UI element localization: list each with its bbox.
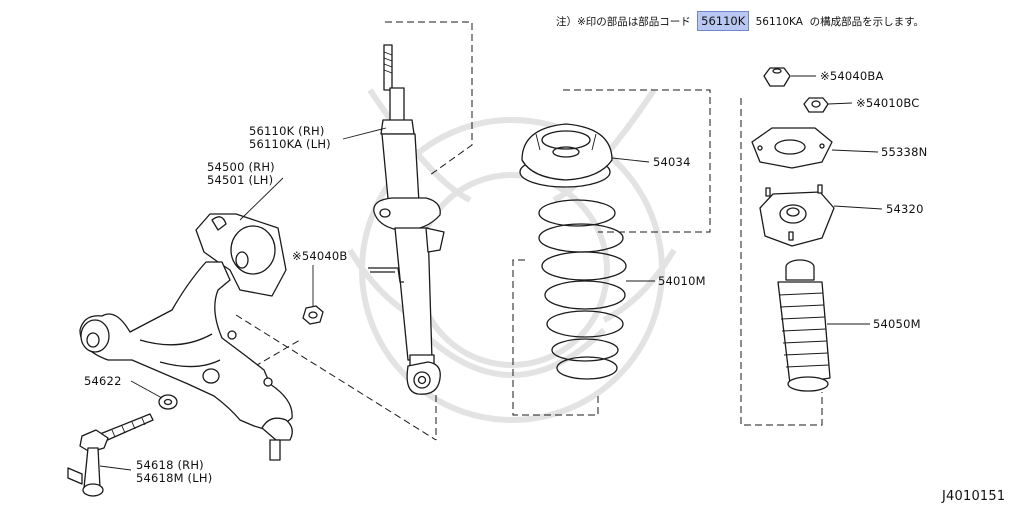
label-washer[interactable]: 54622 [84,374,122,388]
bound-bumper [777,259,831,392]
note-prefix: 注）※印の部品は部品コード [556,16,691,28]
label-coil-spring[interactable]: 54010M [658,274,706,288]
watermark-emblem [347,88,677,423]
upper-nuts [763,67,829,113]
label-insulator[interactable]: 55338N [881,145,928,159]
label-strut-lh[interactable]: 56110KA (LH) [249,137,331,151]
mount-insulator [751,127,833,169]
label-nut-54040ba[interactable]: ※54040BA [820,69,884,83]
label-bound-bumper[interactable]: 54050M [873,317,921,331]
header-note: 注）※印の部品は部品コード 56110K 56110KA の構成部品を示します。 [556,11,924,31]
diagram-id: J4010151 [942,489,1006,504]
label-bolt-rh[interactable]: 54618 (RH) [136,458,204,472]
label-nut-54040b[interactable]: ※54040B [292,249,348,263]
label-arm-rh[interactable]: 54500 (RH) [207,160,275,174]
coil-spring [538,199,627,380]
leader-lines [99,75,883,471]
label-strut-mount[interactable]: 54320 [886,202,924,216]
label-nut-54010bc[interactable]: ※54010BC [856,96,920,110]
strut-mount [759,184,835,247]
lock-nut [302,305,324,325]
label-arm-lh[interactable]: 54501 (LH) [207,173,274,187]
assembly-dashed-lines [235,21,823,441]
washer [158,394,178,410]
label-strut-rh[interactable]: 56110K (RH) [249,124,325,138]
label-bolt-lh[interactable]: 54618M (LH) [136,471,213,485]
bolt-link [67,413,154,497]
highlighted-part-code[interactable]: 56110K [697,11,750,31]
shock-absorber [368,44,445,395]
lower-arm [79,213,293,461]
spring-seat [519,123,613,188]
note-code2: 56110KA [755,16,803,28]
note-suffix: の構成部品を示します。 [809,16,925,28]
label-spring-seat[interactable]: 54034 [653,155,691,169]
